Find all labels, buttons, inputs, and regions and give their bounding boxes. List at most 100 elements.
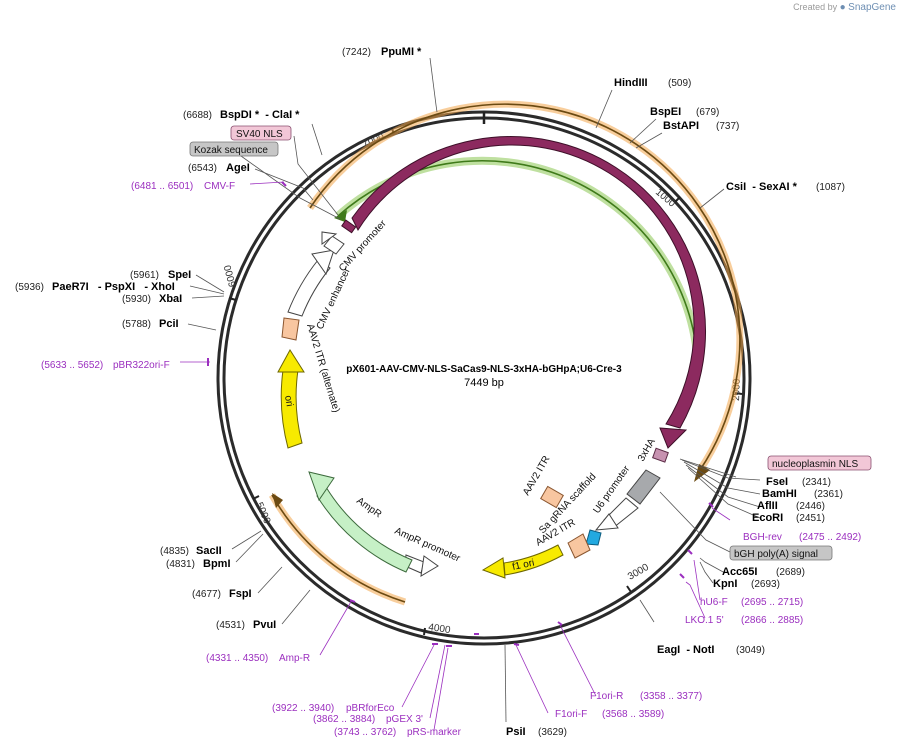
feature-sacas9[interactable]: SaCas9 <box>351 136 706 449</box>
primer-name: BGH-rev <box>743 532 782 543</box>
enzyme-name: AgeI <box>226 162 250 174</box>
enzyme-pos: (1087) <box>816 182 845 193</box>
primer-range: (3862 .. 3884) <box>313 714 375 725</box>
enzyme-csii-sexai[interactable]: CsiI - SexAI * (1087) <box>726 181 845 193</box>
feature-box-nucleoplasmin-nls[interactable]: nucleoplasmin NLS <box>767 455 872 471</box>
primer-bgh-rev[interactable]: BGH-rev (2475 .. 2492) <box>743 532 861 543</box>
enzyme-paer7i-pspxi-xhoi[interactable]: (5936) PaeR7I - PspXI - XhoI <box>15 281 175 293</box>
enzyme-bstapi[interactable]: BstAPI (737) <box>663 120 739 132</box>
enzyme-name: CsiI - SexAI * <box>726 181 798 193</box>
primer-name: CMV-F <box>204 181 235 192</box>
feature-sv40-nls <box>341 219 357 234</box>
enzyme-leader-lines <box>187 57 761 723</box>
enzyme-name: SpeI <box>168 269 191 281</box>
enzyme-pos: (2693) <box>751 579 780 590</box>
enzyme-name: Acc65I <box>722 566 757 578</box>
enzyme-ppumi[interactable]: (7242) PpuMI * <box>342 46 422 58</box>
enzyme-bspei[interactable]: BspEI (679) <box>650 106 719 118</box>
enzyme-aflii[interactable]: AflII (2446) <box>757 500 825 512</box>
box-label: Kozak sequence <box>194 145 268 156</box>
feature-label-3xha: 3xHA <box>636 437 658 464</box>
enzyme-labels: (7242) PpuMI * HindIII (509) BspEI (679)… <box>15 46 845 738</box>
enzyme-pos: (3049) <box>736 645 765 656</box>
feature-ori[interactable]: ori <box>277 349 305 449</box>
feature-box-sv40-nls[interactable]: SV40 NLS <box>230 125 292 141</box>
primer-name: pBR322ori-F <box>113 360 170 371</box>
primer-range: (3743 .. 3762) <box>334 727 396 738</box>
primer-prs-marker[interactable]: (3743 .. 3762) pRS-marker <box>334 727 462 738</box>
primer-f1ori-r[interactable]: F1ori-R (3358 .. 3377) <box>590 691 702 702</box>
enzyme-pos: (679) <box>696 107 719 118</box>
enzyme-pvui[interactable]: (4531) PvuI <box>216 619 276 631</box>
enzyme-name: BpmI <box>203 558 231 570</box>
enzyme-sacii[interactable]: (4835) SacII <box>160 545 222 557</box>
enzyme-pos: (509) <box>668 78 691 89</box>
primer-range: (6481 .. 6501) <box>131 181 193 192</box>
primer-name: LKO.1 5' <box>685 615 724 626</box>
feature-f1-ori[interactable]: f1 ori <box>481 544 564 579</box>
primer-pbr322ori-f[interactable]: (5633 .. 5652) pBR322ori-F <box>41 360 170 371</box>
primer-lko1-5[interactable]: LKO.1 5' (2866 .. 2885) <box>685 615 803 626</box>
enzyme-xbai[interactable]: (5930) XbaI <box>122 293 182 305</box>
enzyme-pos: (7242) <box>342 47 371 58</box>
feature-box-kozak[interactable]: Kozak sequence <box>189 141 279 157</box>
enzyme-name: PsiI <box>506 726 526 738</box>
enzyme-name: SacII <box>196 545 222 557</box>
enzyme-pos: (5788) <box>122 319 151 330</box>
enzyme-pos: (5936) <box>15 282 44 293</box>
enzyme-bpmi[interactable]: (4831) BpmI <box>166 558 231 570</box>
enzyme-psii[interactable]: PsiI (3629) <box>506 726 567 738</box>
primer-name: pRS-marker <box>407 727 462 738</box>
enzyme-pos: (2341) <box>802 477 831 488</box>
primer-hu6-f[interactable]: hU6-F (2695 .. 2715) <box>700 597 803 608</box>
box-label: SV40 NLS <box>236 129 283 140</box>
primer-amp-r[interactable]: (4331 .. 4350) Amp-R <box>206 653 310 664</box>
enzyme-fsei[interactable]: FseI (2341) <box>766 476 831 488</box>
primer-range: (3358 .. 3377) <box>640 691 702 702</box>
enzyme-fspi[interactable]: (4677) FspI <box>192 588 252 600</box>
enzyme-hindiii[interactable]: HindIII (509) <box>614 77 691 89</box>
feature-box-bgh-polya[interactable]: bGH poly(A) signal <box>729 545 833 561</box>
enzyme-name: HindIII <box>614 77 648 89</box>
enzyme-name: FspI <box>229 588 252 600</box>
enzyme-name: EcoRI <box>752 512 783 524</box>
enzyme-spei[interactable]: (5961) SpeI <box>130 269 191 281</box>
primer-range: (5633 .. 5652) <box>41 360 103 371</box>
enzyme-eagi-noti[interactable]: EagI - NotI (3049) <box>657 644 765 656</box>
primer-name: Amp-R <box>279 653 310 664</box>
primer-pbrforeco[interactable]: (3922 .. 3940) pBRforEco <box>272 703 395 714</box>
primer-f1ori-f[interactable]: F1ori-F (3568 .. 3589) <box>555 709 664 720</box>
enzyme-pos: (3629) <box>538 727 567 738</box>
enzyme-name: PpuMI * <box>381 46 422 58</box>
enzyme-acc65i[interactable]: Acc65I (2689) <box>722 566 805 578</box>
enzyme-pos: (2361) <box>814 489 843 500</box>
enzyme-name: AflII <box>757 500 778 512</box>
enzyme-agei[interactable]: (6543) AgeI <box>188 162 250 174</box>
enzyme-ecori[interactable]: EcoRI (2451) <box>752 512 825 524</box>
enzyme-pcii[interactable]: (5788) PciI <box>122 318 179 330</box>
primer-marks <box>207 181 714 647</box>
box-label: bGH poly(A) signal <box>734 549 818 560</box>
enzyme-kpni[interactable]: KpnI (2693) <box>713 578 780 590</box>
box-label: nucleoplasmin NLS <box>772 459 858 470</box>
primer-cmv-f[interactable]: (6481 .. 6501) CMV-F <box>131 181 235 192</box>
primer-range: (4331 .. 4350) <box>206 653 268 664</box>
enzyme-name: BamHI <box>762 488 797 500</box>
tick-label: 4000 <box>428 622 452 636</box>
orf-arc-orange-lower-line <box>271 494 406 603</box>
primer-pgex-3[interactable]: (3862 .. 3884) pGEX 3' <box>313 714 423 725</box>
primer-range: (3922 .. 3940) <box>272 703 334 714</box>
enzyme-bspdi-clai[interactable]: (6688) BspDI * - ClaI * <box>183 109 300 121</box>
enzyme-pos: (5930) <box>122 294 151 305</box>
feature-aav2-itr-upper[interactable]: AAV2 ITR <box>521 454 564 509</box>
enzyme-pos: (2451) <box>796 513 825 524</box>
enzyme-name: BspDI * - ClaI * <box>220 109 300 121</box>
enzyme-bamhi[interactable]: BamHI (2361) <box>762 488 843 500</box>
enzyme-pos: (6543) <box>188 163 217 174</box>
brand-name: SnapGene <box>848 2 896 13</box>
enzyme-name: PvuI <box>253 619 276 631</box>
feature-label-ampr: AmpR <box>354 495 383 520</box>
tick-label: 6000 <box>222 263 238 288</box>
plasmid-name: pX601-AAV-CMV-NLS-SaCas9-NLS-3xHA-bGHpA;… <box>346 364 622 375</box>
